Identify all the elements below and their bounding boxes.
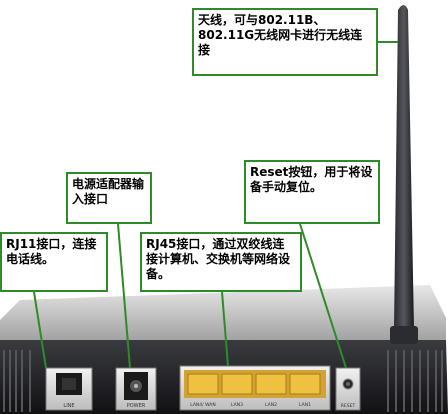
leader-rj11 (33, 291, 47, 369)
lan1-label: LAN1 (299, 402, 311, 408)
power-callout: 电源适配器输入接口 (66, 172, 152, 224)
reset-callout: Reset按钮，用于将设备手动复位。 (244, 160, 380, 224)
leader-lines (33, 41, 398, 369)
rj11-callout: RJ11接口，连接电话线。 (0, 232, 108, 292)
antenna-callout-text: 天线，可与802.11B、802.11G无线网卡进行无线连接 (198, 13, 363, 57)
reset-port-label: RESET (341, 403, 356, 409)
rj11-port-panel: LINE (45, 367, 93, 411)
router-side-ribs (3, 350, 443, 412)
leader-rj45 (221, 291, 229, 367)
reset-panel: RESET (335, 367, 361, 411)
line-port-label: LINE (63, 403, 74, 409)
lan3-label: LAN3 (231, 402, 243, 408)
antenna-callout: 天线，可与802.11B、802.11G无线网卡进行无线连接 (192, 8, 378, 76)
rj45-ports-panel: LAN4/ WAN LAN3 LAN2 LAN1 (179, 365, 331, 411)
lan2-label: LAN2 (265, 402, 277, 408)
rj45-callout-text: RJ45接口，通过双绞线连接计算机、交换机等网络设备。 (146, 237, 291, 281)
leader-power (117, 223, 131, 369)
power-port-panel: POWER (115, 367, 157, 411)
rj45-port-lan1[interactable] (289, 373, 321, 395)
power-port-label: POWER (127, 403, 146, 409)
rj45-port-lan4-wan[interactable] (187, 373, 219, 395)
antenna (390, 5, 418, 344)
power-callout-text: 电源适配器输入接口 (72, 177, 145, 206)
leader-reset (299, 223, 347, 369)
rj45-port-lan3[interactable] (221, 373, 253, 395)
rj45-port-lan2[interactable] (255, 373, 287, 395)
lan4-wan-label: LAN4/ WAN (190, 402, 216, 408)
rj45-callout: RJ45接口，通过双绞线连接计算机、交换机等网络设备。 (140, 232, 302, 292)
reset-callout-text: Reset按钮，用于将设备手动复位。 (250, 165, 373, 194)
rj11-callout-text: RJ11接口，连接电话线。 (6, 237, 97, 266)
